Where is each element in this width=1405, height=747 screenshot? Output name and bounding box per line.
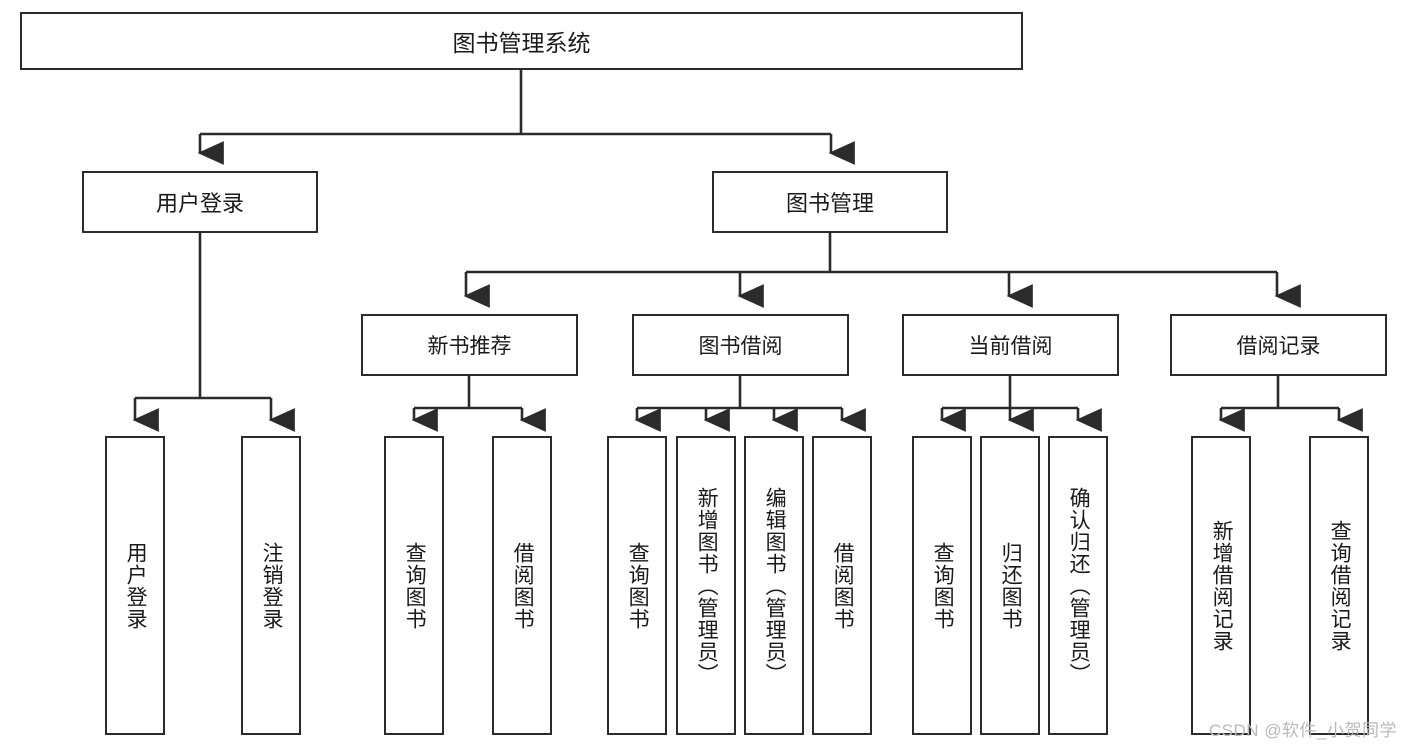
node-label: 新增图书（管理员） [695, 486, 719, 685]
leaf-node-return-book[interactable]: 归还图书 [980, 436, 1040, 735]
leaf-node-query-borrow-record[interactable]: 查询借阅记录 [1309, 436, 1369, 735]
node-label: 图书借阅 [698, 335, 783, 358]
node-label: 图书管理系统 [452, 30, 591, 56]
leaf-node-edit-book-admin[interactable]: 编辑图书（管理员） [744, 436, 804, 735]
node-label: 注销登录 [260, 541, 284, 630]
node-label: 编辑图书（管理员） [763, 486, 787, 685]
node-label: 用户登录 [155, 191, 244, 216]
leaf-node-user-login[interactable]: 用户登录 [105, 436, 165, 735]
node-current-borrowing[interactable]: 当前借阅 [902, 314, 1119, 376]
node-label: 借阅记录 [1236, 335, 1321, 358]
node-label: 查询图书 [931, 541, 955, 630]
csdn-watermark: CSDN @软件_小贺同学 [1208, 721, 1397, 740]
leaf-node-borrow-book[interactable]: 借阅图书 [812, 436, 872, 735]
node-root-book-management-system[interactable]: 图书管理系统 [20, 12, 1023, 70]
node-label: 借阅图书 [511, 541, 535, 630]
leaf-node-query-book-borrow[interactable]: 查询图书 [607, 436, 667, 735]
node-user-login[interactable]: 用户登录 [82, 171, 318, 233]
node-label: 新书推荐 [427, 335, 512, 358]
leaf-node-add-book-admin[interactable]: 新增图书（管理员） [676, 436, 736, 735]
node-label: 确认归还（管理员） [1067, 486, 1091, 685]
node-label: 新增借阅记录 [1210, 519, 1234, 652]
node-label: 查询借阅记录 [1328, 519, 1352, 652]
leaf-node-confirm-return-admin[interactable]: 确认归还（管理员） [1048, 436, 1108, 735]
node-book-borrowing[interactable]: 图书借阅 [632, 314, 849, 376]
leaf-node-query-book-recommend[interactable]: 查询图书 [384, 436, 444, 735]
node-label: 查询图书 [403, 541, 427, 630]
leaf-node-logout[interactable]: 注销登录 [241, 436, 301, 735]
node-borrowing-records[interactable]: 借阅记录 [1170, 314, 1387, 376]
node-label: 归还图书 [999, 541, 1023, 630]
node-label: 借阅图书 [831, 541, 855, 630]
node-label: 查询图书 [626, 541, 650, 630]
node-label: 图书管理 [785, 191, 874, 216]
leaf-node-borrow-book-recommend[interactable]: 借阅图书 [492, 436, 552, 735]
leaf-node-query-book-current[interactable]: 查询图书 [912, 436, 972, 735]
node-label: 用户登录 [124, 541, 148, 630]
node-new-book-recommendation[interactable]: 新书推荐 [361, 314, 578, 376]
node-label: 当前借阅 [968, 335, 1053, 358]
leaf-node-add-borrow-record[interactable]: 新增借阅记录 [1191, 436, 1251, 735]
node-book-management[interactable]: 图书管理 [712, 171, 948, 233]
